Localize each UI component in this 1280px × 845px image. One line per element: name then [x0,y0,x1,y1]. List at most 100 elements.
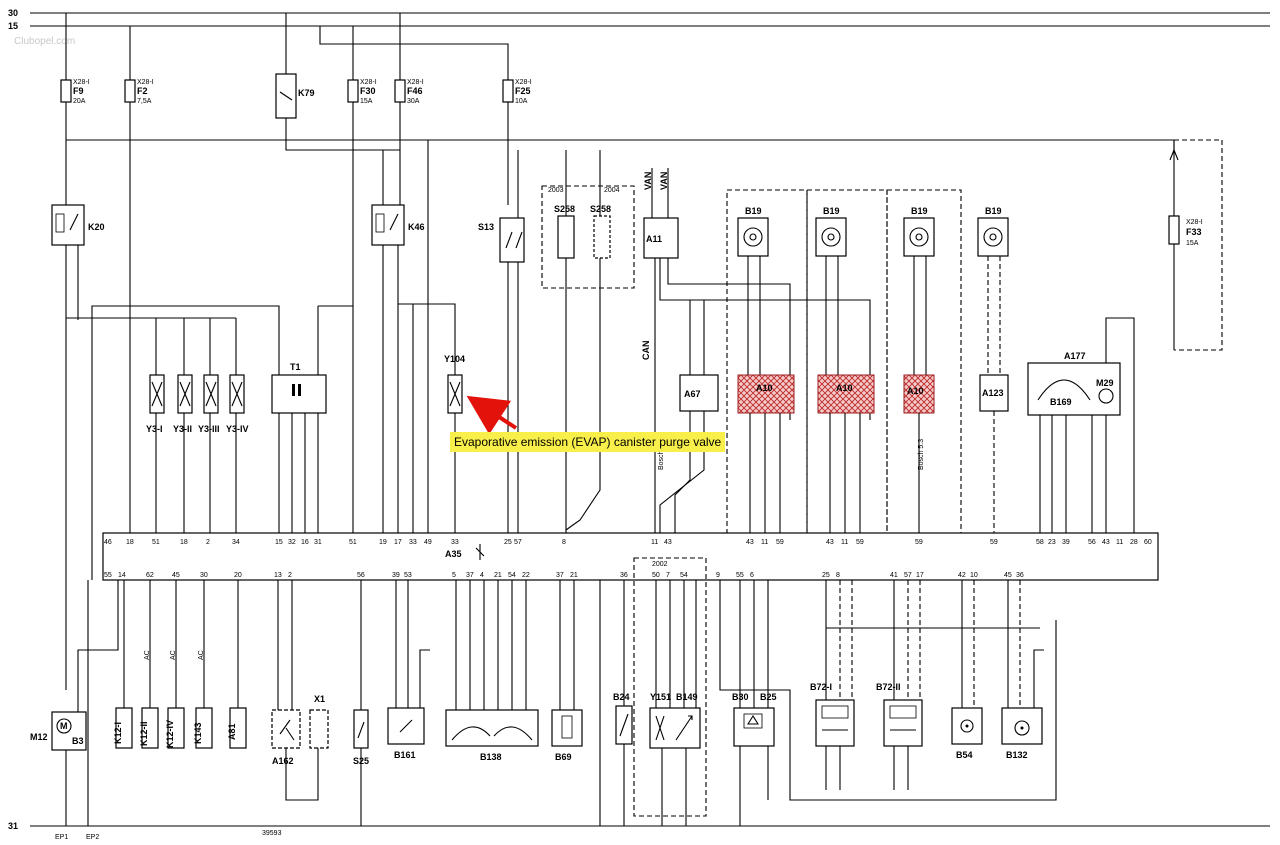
ecu-bottom-pin: 9 [716,572,720,579]
ecu-a35: A35 [102,532,1159,581]
module-a10-2: A10 [817,374,875,540]
ecu-top-pin: 11 [761,539,768,546]
connector-x1: X1 [309,694,329,749]
ecu-bottom-pin: 21 [570,572,578,579]
ecu-bottom-pin: 14 [118,572,126,579]
ecu-top-pin: 43 [746,539,754,546]
ecu-bottom-pin: 45 [1004,572,1012,579]
module-a81: A81 [227,580,247,749]
ecu-top-pin: 2 [206,539,210,546]
ecu-bottom-pin: 62 [146,572,154,579]
switch-s13-label: S13 [478,222,494,232]
can-tag: CAN [641,341,651,361]
module-a162-label: A162 [272,756,294,766]
ground-ep1: EP1 [55,834,68,841]
module-a67: A67 [659,300,719,540]
ecu-top-pin: 18 [126,539,134,546]
sensor-b19-2: B19 [815,206,847,375]
fuse-f9-id: F9 [73,86,84,96]
relay-k79: K79 [275,13,400,151]
sensor-b24-label: B24 [613,692,630,702]
ecu-bottom-pin: 55 [104,572,112,579]
ecu-top-pin: 16 [301,539,309,546]
ecu-top-pin: 59 [776,539,784,546]
ecu-bottom-pin: 13 [274,572,282,579]
switch-s258-b: S258 [565,150,611,531]
fuse-f9-slot: X28-I [73,79,90,86]
module-a11-label: A11 [646,234,662,244]
injector-y3-ii: Y3-II [173,318,193,540]
module-a10-2-label: A10 [836,383,853,393]
transformer-t1: T1 [91,305,353,580]
injector-y3-i-label: Y3-I [146,424,163,434]
sensor-b54: B54 [951,580,983,760]
rail-label-31: 31 [8,821,18,831]
ecu-top-pin: 49 [424,539,432,546]
module-a177-label: A177 [1064,351,1086,361]
ecu-a35-label: A35 [445,549,462,559]
arrow-2002 [1169,148,1179,161]
fuse-f2-id: F2 [137,86,148,96]
year-2002-bottom: 2002 [652,561,668,568]
sensor-b3-label: B3 [72,736,84,746]
ecu-bottom-pin: 55 [736,572,744,579]
module-a123: A123 [979,374,1009,540]
ecu-top-pin: 18 [180,539,188,546]
fuse-f33-rating: 15A [1186,240,1199,247]
fuse-f30: X28-I F30 15A [347,26,377,540]
ecu-top-pin: 59 [915,539,923,546]
transformer-t1-label: T1 [290,362,301,372]
ecu-bottom-pin: 7 [666,572,670,579]
sensor-b19-4-label: B19 [985,206,1002,216]
injector-y3-iv-label: Y3-IV [226,424,249,434]
sensor-b19-4: B19 [977,206,1009,375]
sensor-b19-3: B19 [903,206,935,375]
ecu-top-pin: 59 [990,539,998,546]
rail-label-30: 30 [8,8,18,18]
ecu-top-pin: 17 [394,539,402,546]
ecu-bottom-pin: 22 [522,572,530,579]
module-a10-3-label: A10 [907,386,924,396]
year-2004: 2004 [604,187,620,194]
fuse-f9: X28-I F9 20A [60,13,90,205]
fuse-f46-rating: 30A [407,98,420,105]
ecu-top-pin: 28 [1130,539,1138,546]
svg-text:M: M [60,721,68,731]
ecu-top-pin: 15 [275,539,283,546]
van-tag-2: VAN [659,172,669,190]
evap-annotation: Evaporative emission (EVAP) canister pur… [450,432,726,452]
relay-k20-label: K20 [88,222,105,232]
ecu-bottom-pin: 4 [480,572,484,579]
ecu-bottom-pin: 2 [288,572,292,579]
rail-15: 15 [8,21,1270,31]
switch-s258-a-label: S258 [554,204,575,214]
ecu-top-pin: 57 [514,539,522,546]
ecu-bottom-pin: 41 [890,572,898,579]
fuse-f33-id: F33 [1186,227,1202,237]
sensor-b138: B138 [445,580,539,762]
ecu-top-pin: 19 [379,539,387,546]
y151-year-box [633,557,707,817]
fuse-f9-rating: 20A [73,98,86,105]
relay-k12-i-label: K12-I [113,722,123,744]
relay-k12-iv: K12-IV AC [165,580,185,749]
rail-31: 31 EP1 EP2 39593 [8,821,1270,841]
ecu-bottom-pin: 54 [680,572,688,579]
module-a177: A177 B169 M29 [1027,317,1135,540]
injector-y3-i: Y3-I [146,318,165,540]
ecu-top-pin: 43 [1102,539,1110,546]
sensor-b161-label: B161 [394,750,416,760]
watermark: Clubopel.com [14,36,76,47]
module-a162: A162 [271,580,319,801]
sensor-b30: B30 B25 [732,580,777,826]
sensor-b169-label: B169 [1050,397,1072,407]
fuse-f30-rating: 15A [360,98,373,105]
sensor-b132: B132 [1001,580,1044,760]
ecu-bottom-pin: 6 [750,572,754,579]
sensor-b69: B69 [551,580,583,762]
relay-k12-ii-label: K12-II [139,721,149,746]
ecu-bottom-pin: 54 [508,572,516,579]
relay-k79-label: K79 [298,88,315,98]
sensor-b72-i: B72-I [810,580,855,790]
sensor-b149-label: B149 [676,692,698,702]
